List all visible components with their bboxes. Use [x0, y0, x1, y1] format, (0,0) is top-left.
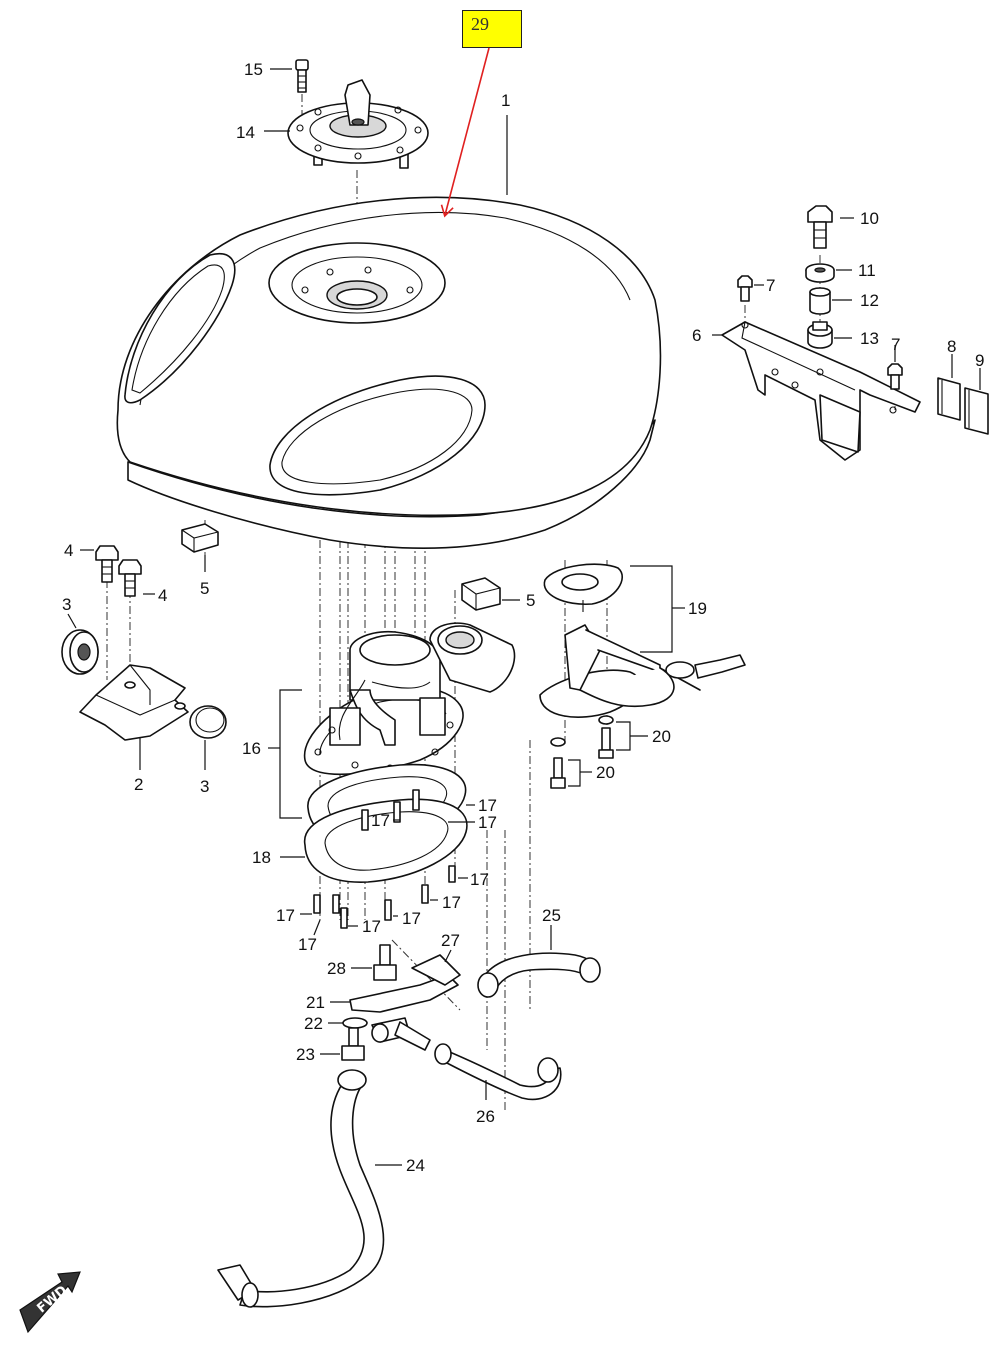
bolt-20-a [598, 715, 614, 759]
hose-26 [434, 1043, 562, 1101]
cap-bolt [295, 59, 309, 93]
callout-17: 17 [442, 893, 461, 912]
clip-5-left [181, 523, 219, 553]
callout-23: 23 [296, 1045, 315, 1064]
bolt-23 [341, 1027, 365, 1061]
callout-28: 28 [327, 959, 346, 978]
callout-17: 17 [402, 909, 421, 928]
rubber-damper-3-left [61, 629, 99, 675]
callout-17: 17 [470, 870, 489, 889]
rear-mount-bracket [721, 321, 921, 461]
callout-20: 20 [652, 727, 671, 746]
callout-17: 17 [478, 796, 497, 815]
callout-7: 7 [766, 276, 775, 295]
callout-8: 8 [947, 337, 956, 356]
callout-16: 16 [242, 739, 261, 758]
callout-27: 27 [441, 931, 460, 950]
grommet-13 [807, 321, 833, 349]
callout-14: 14 [236, 123, 255, 142]
rubber-damper-3-right [189, 705, 227, 739]
callout-26: 26 [476, 1107, 495, 1126]
callout-17: 17 [371, 811, 390, 830]
callout-17: 17 [362, 917, 381, 936]
hose-25 [477, 952, 601, 998]
pad-8 [937, 377, 961, 421]
highlight-callout-29: 29 [462, 10, 522, 48]
callout-17: 17 [478, 813, 497, 832]
bolt-7-left [737, 275, 753, 302]
callout-4: 4 [64, 541, 73, 560]
callout-22: 22 [304, 1014, 323, 1033]
callout-15: 15 [244, 60, 263, 79]
clip-5-right [461, 577, 501, 611]
callout-12: 12 [860, 291, 879, 310]
callout-5: 5 [200, 579, 209, 598]
callout-5: 5 [526, 591, 535, 610]
callout-10: 10 [860, 209, 879, 228]
washer-11 [805, 263, 835, 283]
bolt-4-a [95, 545, 119, 583]
grommet-22 [342, 1017, 368, 1029]
callout-25: 25 [542, 906, 561, 925]
callout-20: 20 [596, 763, 615, 782]
callout-13: 13 [860, 329, 879, 348]
highlight-label: 29 [471, 14, 489, 34]
callout-3: 3 [200, 777, 209, 796]
front-mount-bracket-2 [79, 664, 189, 741]
fuel-tank [116, 196, 662, 549]
fuel-cap [287, 79, 429, 169]
callout-17: 17 [298, 935, 317, 954]
callout-18: 18 [252, 848, 271, 867]
callout-1: 1 [501, 91, 510, 110]
bolt-4-b [118, 559, 142, 597]
bolt-28 [373, 944, 397, 981]
bolt-20-b [550, 737, 566, 789]
callout-21: 21 [306, 993, 325, 1012]
callout-6: 6 [692, 326, 701, 345]
callout-17: 17 [276, 906, 295, 925]
callout-3: 3 [62, 595, 71, 614]
callout-7: 7 [891, 335, 900, 354]
callout-11: 11 [858, 261, 876, 280]
fuel-pump-assembly [303, 622, 516, 776]
fuel-hose-24 [217, 1069, 385, 1308]
highlight-arrow [440, 47, 490, 218]
callout-9: 9 [975, 351, 984, 370]
bracket-bolt-10 [807, 205, 833, 249]
callout-24: 24 [406, 1156, 425, 1175]
callout-4: 4 [158, 586, 167, 605]
fuel-level-sender [539, 563, 746, 718]
pad-9 [964, 387, 989, 435]
valve-union [371, 1017, 431, 1051]
callout-19: 19 [688, 599, 707, 618]
bracket-21-27 [349, 954, 461, 1013]
collar-12 [809, 287, 831, 315]
leader-lines [67, 68, 981, 1166]
callouts: 1 2 3 3 4 4 5 5 6 7 7 8 9 10 11 12 13 14… [62, 60, 984, 1175]
callout-2: 2 [134, 775, 143, 794]
forward-direction-badge: FWD [19, 1271, 81, 1334]
bolt-7-right [887, 363, 903, 390]
screws-17 [313, 789, 456, 929]
